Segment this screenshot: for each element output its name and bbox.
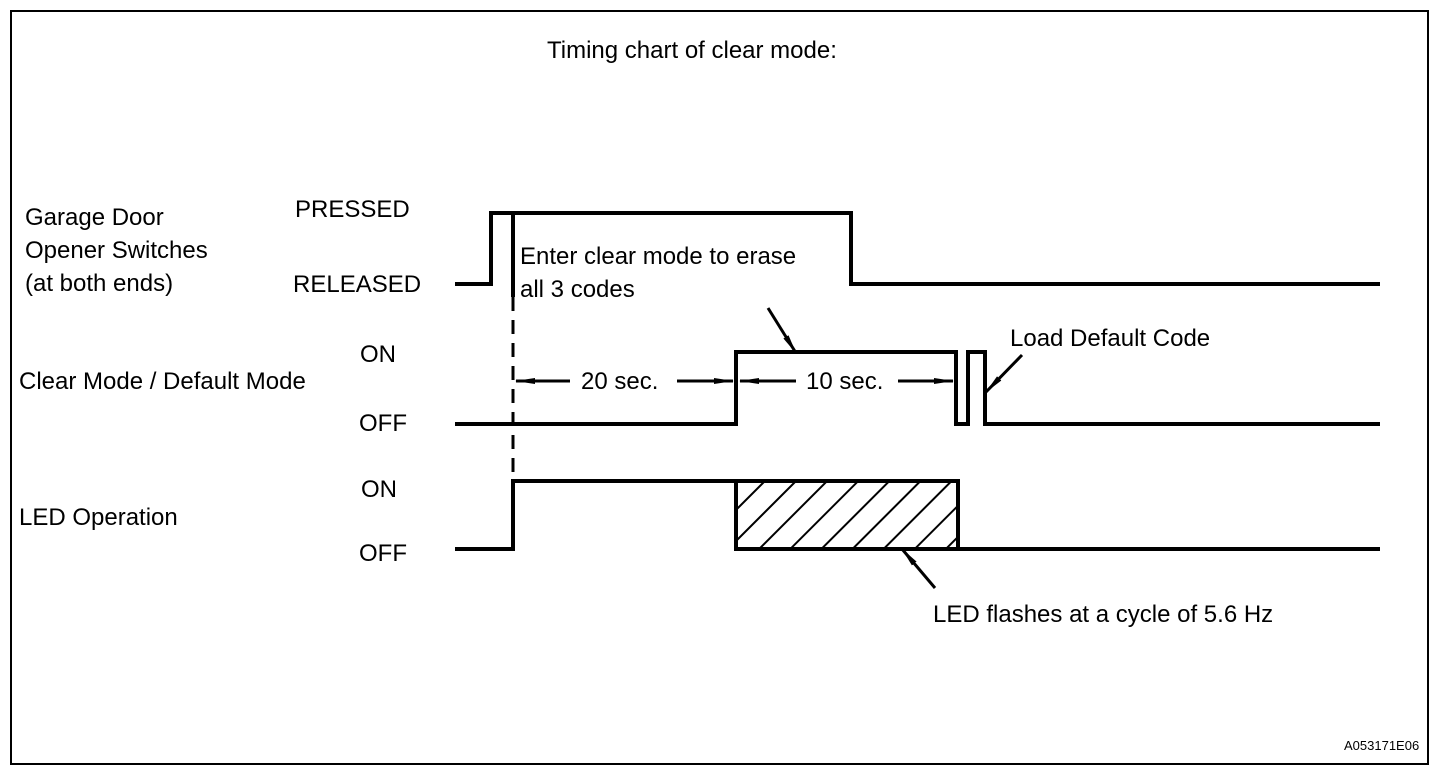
level-label-clear-off: OFF [359, 410, 407, 437]
signal-name-clear-mode: Clear Mode / Default Mode [19, 368, 306, 395]
annotation-enter-clear-mode: Enter clear mode to erase all 3 codes [520, 243, 797, 303]
diagram-frame [10, 10, 1429, 765]
arrow-pointer-load-default [984, 353, 1024, 394]
level-label-led-off: OFF [359, 540, 407, 567]
level-label-led-on: ON [361, 476, 397, 503]
arrow-pointer-led-flash [900, 548, 937, 589]
annotation-load-default-code: Load Default Code [1010, 325, 1211, 352]
arrow-pointer-clear-mode [766, 307, 798, 354]
annotation-20-sec: 20 sec. [577, 368, 663, 396]
annotation-led-flash: LED flashes at a cycle of 5.6 Hz [933, 601, 1274, 628]
level-label-released: RELEASED [293, 271, 422, 298]
waveform-garage-door [455, 211, 1380, 286]
waveform-clear-mode [455, 350, 1380, 426]
signal-name-garage-door: Garage Door Opener Switches (at both end… [25, 204, 208, 297]
level-label-pressed: PRESSED [295, 196, 410, 223]
level-label-clear-on: ON [360, 341, 396, 368]
annotation-10-sec: 10 sec. [802, 368, 888, 396]
figure-code: A053171E06 [1344, 738, 1420, 753]
signal-name-led: LED Operation [19, 504, 178, 531]
diagram-title: Timing chart of clear mode: [547, 37, 837, 64]
led-flashing-region [734, 479, 960, 551]
